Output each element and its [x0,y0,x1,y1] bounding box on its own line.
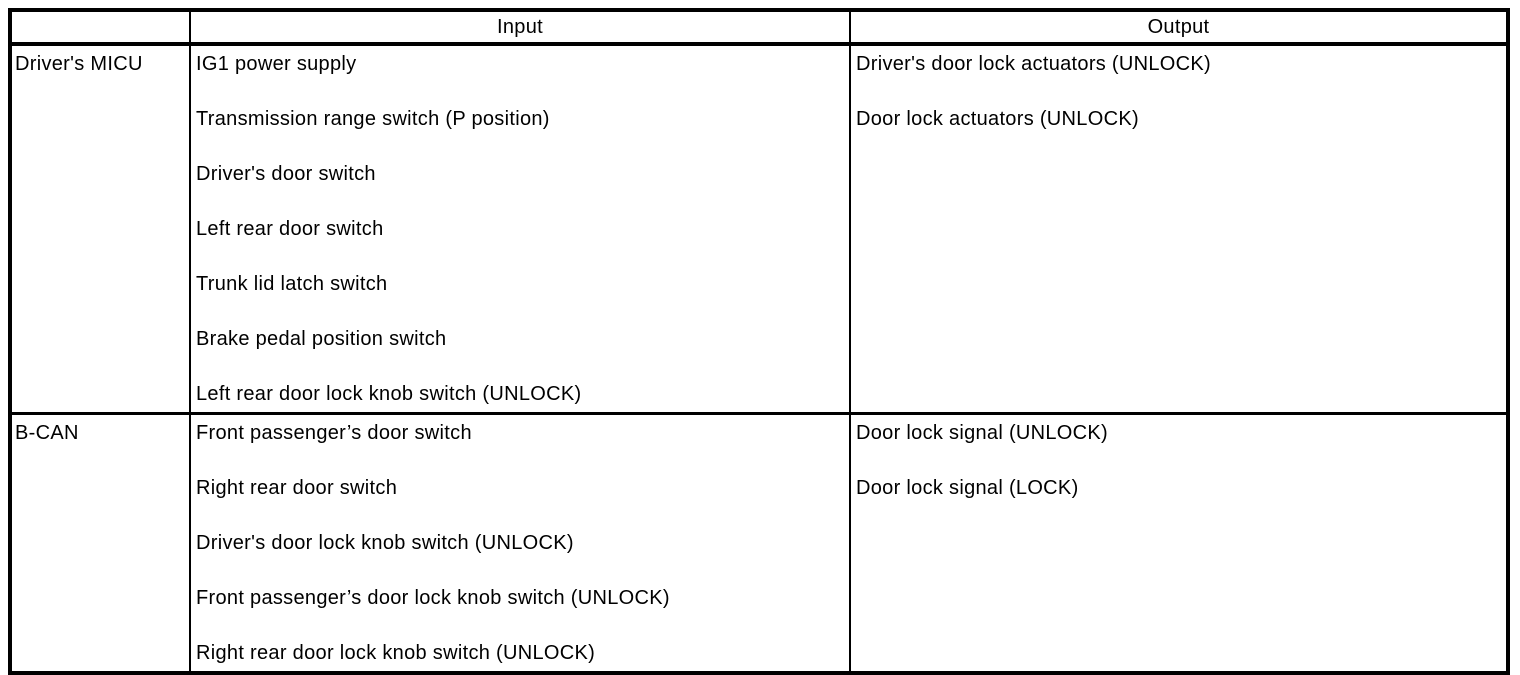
io-table: Input Output Driver's MICU IG1 power sup… [8,8,1510,675]
cell-line: IG1 power supply [196,53,357,75]
cell-line: Transmission range switch (P position) [196,108,550,130]
output-list-cell-b-can: Door lock signal (UNLOCK) Door lock signa… [849,412,1509,674]
table-header-row: Input Output [9,9,1509,46]
cell-line: Door lock signal (LOCK) [856,477,1079,499]
output-list-cell-drivers-micu: Driver's door lock actuators (UNLOCK) Doo… [849,43,1509,415]
corner-header-cell [9,9,191,46]
cell-line: Driver's door lock knob switch (UNLOCK) [196,532,574,554]
column-header-output: Output [849,9,1509,46]
column-header-input: Input [189,9,851,46]
source-label: B-CAN [15,422,79,444]
cell-line: Brake pedal position switch [196,328,447,350]
source-cell-drivers-micu: Driver's MICU [9,43,191,415]
cell-line: Door lock signal (UNLOCK) [856,422,1109,444]
cell-line: Driver's door lock actuators (UNLOCK) [856,53,1212,75]
cell-line: Left rear door lock knob switch (UNLOCK) [196,383,582,405]
source-cell-b-can: B-CAN [9,412,191,674]
source-label: Driver's MICU [15,53,143,75]
cell-line: Right rear door lock knob switch (UNLOCK… [196,642,596,664]
cell-line: Driver's door switch [196,163,376,185]
cell-line: Front passenger’s door lock knob switch … [196,587,670,609]
cell-line: Trunk lid latch switch [196,273,388,295]
cell-line: Front passenger’s door switch [196,422,472,444]
cell-line: Door lock actuators (UNLOCK) [856,108,1139,130]
cell-line: Right rear door switch [196,477,398,499]
cell-line: Left rear door switch [196,218,384,240]
